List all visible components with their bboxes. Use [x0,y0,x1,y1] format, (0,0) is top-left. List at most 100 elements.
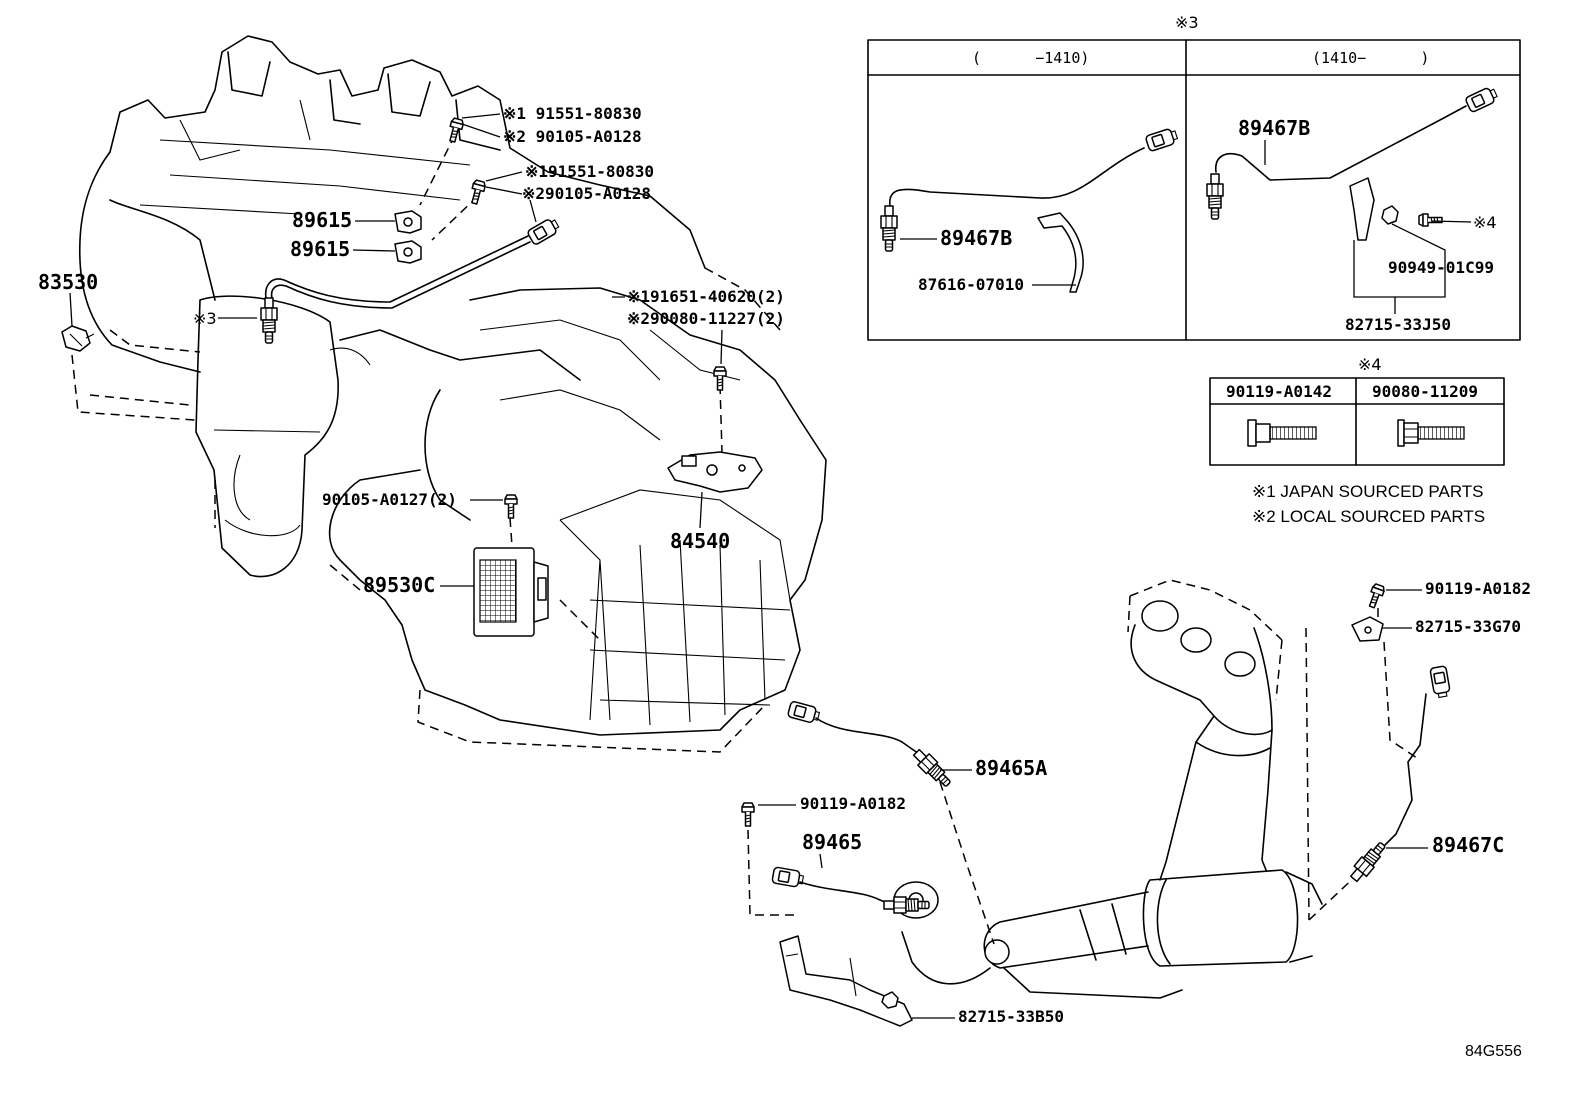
bolt-lower-label[interactable]: 90119-A0182 [800,794,906,813]
rear-o2-sensor[interactable] [1346,665,1452,885]
bolt-b-japan-label[interactable]: ※191551-80830 [525,162,654,181]
manifold-hidden-outline [1127,579,1361,921]
sensor-wire [799,881,893,906]
box-right-bracket-label[interactable]: 82715-33J50 [1345,315,1451,334]
engine-mount-dashed [71,329,201,421]
ecu-label[interactable]: 89530C [363,573,435,597]
center-pipe [983,871,1323,969]
knock-sensor-1-label[interactable]: 89615 [292,208,352,232]
box-right-sensor-wire [1215,105,1467,181]
o2-sensor-note-mark: ※3 [193,309,217,328]
neutral-switch-label[interactable]: 84540 [670,529,730,553]
exhaust-drawing [747,579,1421,999]
box-left-header: ( −1410) [972,49,1089,67]
air-fuel-sensor-a[interactable] [786,700,955,791]
exhaust-labels: 90119-A0182 82715-33G70 89467C 89465A 90… [800,579,1531,1026]
air-fuel-sensor[interactable] [771,866,930,914]
o2-sensor-icon [880,205,898,252]
neutral-switch-hole [706,464,718,476]
box-right-nut-label[interactable]: 90949-01C99 [1388,258,1494,277]
legend-local: ※2 LOCAL SOURCED PARTS [1252,507,1485,526]
bracket-upper-label[interactable]: 82715-33G70 [1415,617,1521,636]
sensor-bracket-icon [1349,177,1375,241]
sensor-a-wire [815,717,923,757]
neutral-switch-hole [738,464,746,472]
exhaust-manifold-detail [213,347,371,537]
cylinder-head-outline [109,35,706,269]
bolt-table [1209,377,1505,466]
bolt-a-local-label[interactable]: ※2 90105-A0128 [503,127,642,146]
o2-sensor-wire [264,235,529,303]
bolt-icon[interactable] [445,116,465,144]
o2-connector-icon [525,215,562,247]
neutral-switch[interactable] [667,451,763,493]
bolt-c-japan-label[interactable]: ※191651-40620(2) [627,287,785,306]
legend: ※1 JAPAN SOURCED PARTS ※2 LOCAL SOURCED … [1252,482,1485,526]
catalytic-converter [1142,869,1299,967]
oil-pressure-switch-label[interactable]: 83530 [38,270,98,294]
transmission-ribs [479,319,791,726]
oil-pressure-switch-icon [61,325,91,352]
head-cover-ribs [139,99,471,215]
sensor-label[interactable]: 89465 [802,830,862,854]
ecu-heatsink [479,559,517,623]
bracket-lower-label[interactable]: 82715-33B50 [958,1007,1064,1026]
manifold-port [1224,651,1256,677]
upper-wire-bracket[interactable] [1351,616,1384,642]
box-left-sensor-wire [889,147,1145,207]
o2-sensor-icon [910,746,955,791]
box-left-sensor-label[interactable]: 89467B [940,226,1012,250]
lower-sensor-bracket[interactable] [779,935,913,1027]
note-box-variants [867,39,1521,341]
bolt-icon[interactable] [741,802,755,827]
bolt-icon[interactable] [504,494,518,519]
front-pipe [1159,715,1273,881]
manifold-port [1141,600,1179,632]
legend-japan: ※1 JAPAN SOURCED PARTS [1252,482,1484,501]
neutral-switch-connector [681,455,697,467]
connector-icon [786,700,822,725]
engine-block-left [78,151,216,373]
manifold-flange [1130,624,1273,731]
engine-hidden-lines [214,134,781,753]
ecu-bolt-label[interactable]: 90105-A0127(2) [322,490,457,509]
bolt-upper-label[interactable]: 90119-A0182 [1425,579,1531,598]
bolt-table-col-2[interactable]: 90080-11209 [1372,382,1478,401]
o2-sensor-icon [1206,173,1224,220]
nut-icon [1381,205,1399,225]
wire-bracket-hole [1364,626,1372,634]
washer-bolt-icon [1247,419,1317,447]
bolt-icon[interactable] [713,366,727,391]
box-right-bolt-mark: ※4 [1473,213,1497,232]
bolt-icon[interactable] [467,178,487,206]
connector-icon [1464,84,1500,114]
knock-sensors[interactable] [394,210,422,264]
pipe-flange [984,939,1010,965]
bolt-c-local-label[interactable]: ※290080-11227(2) [627,309,785,328]
transmission-outline [339,287,827,736]
bracket-leader [1353,223,1446,314]
sensor-bracket-icon [779,935,913,1027]
nut-icon [881,991,899,1009]
note-box-dividers [867,39,1521,341]
box-left-clamp-label[interactable]: 87616-07010 [918,275,1024,294]
bolt-table-frame [1209,377,1505,466]
bolt-a-japan-label[interactable]: ※1 91551-80830 [503,104,642,123]
bolt-table-col-1[interactable]: 90119-A0142 [1226,382,1332,401]
note-box-frame [867,39,1521,341]
box-right-sensor-label[interactable]: 89467B [1238,116,1310,140]
engine-o2-sensor[interactable] [260,215,562,344]
bolt-table-grid [1209,377,1505,466]
bolt-icon[interactable] [1365,582,1387,610]
exhaust-hidden-lines [747,608,1421,945]
connector-icon [771,866,805,889]
knock-sensor-2-label[interactable]: 89615 [290,237,350,261]
sensor-a-label[interactable]: 89465A [975,756,1047,780]
box-right-header: (1410− ) [1312,49,1429,67]
ecu-unit[interactable] [473,547,549,637]
oil-pressure-switch[interactable] [61,325,95,352]
engine-labels: ※1 91551-80830 ※2 90105-A0128 ※191551-80… [38,104,785,597]
bolt-b-local-label[interactable]: ※290105-A0128 [522,184,651,203]
rear-sensor-label[interactable]: 89467C [1432,833,1504,857]
